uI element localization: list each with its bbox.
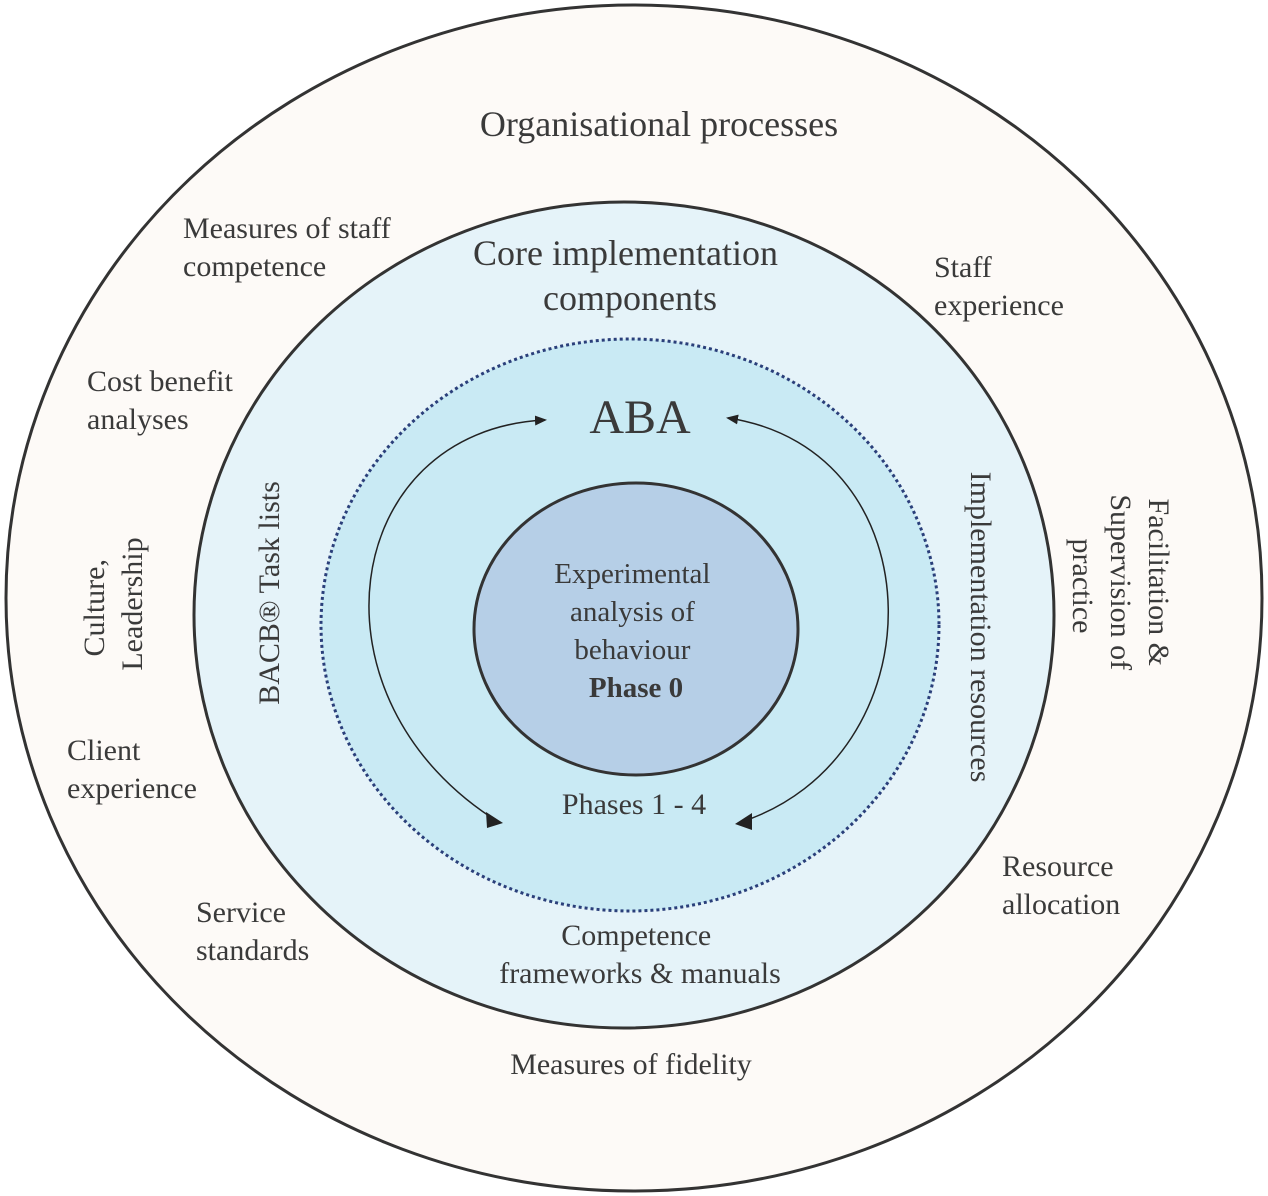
right-cycle-arrow (726, 414, 889, 824)
right-arrowhead-bottom (735, 813, 752, 830)
label-measures-fidelity: Measures of fidelity (510, 1048, 752, 1081)
label-staff-experience: Staff experience (934, 251, 1064, 322)
center-circle (472, 481, 800, 777)
label-competence-frameworks: Competence frameworks & manuals (499, 919, 781, 990)
label-culture-leadership: Culture, Leadership (78, 537, 149, 670)
label-facilitation: Facilitation & Supervision of practice (1066, 494, 1175, 677)
left-cycle-arrow (368, 415, 547, 824)
label-service-standards: Service standards (196, 896, 309, 967)
left-arrowhead-bottom (486, 812, 503, 828)
label-resource-allocation: Resource allocation (1002, 850, 1121, 921)
label-implementation-resources: Implementation resources (964, 472, 997, 783)
label-bacb-task-lists: BACB® Task lists (253, 481, 286, 705)
label-cost-benefit: Cost benefit analyses (87, 365, 240, 436)
label-client-experience: Client experience (67, 734, 197, 805)
center-label: Experimental analysis of behaviour Phase… (554, 558, 717, 704)
label-staff-competence: Measures of staff competence (183, 212, 398, 283)
label-phases: Phases 1 - 4 (562, 788, 706, 821)
outer-ring-title: Organisational processes (480, 104, 838, 144)
center-phase: Phase 0 (589, 672, 683, 704)
inner-ring-title: ABA (589, 391, 691, 444)
middle-ring-title: Core implementation components (473, 233, 787, 318)
